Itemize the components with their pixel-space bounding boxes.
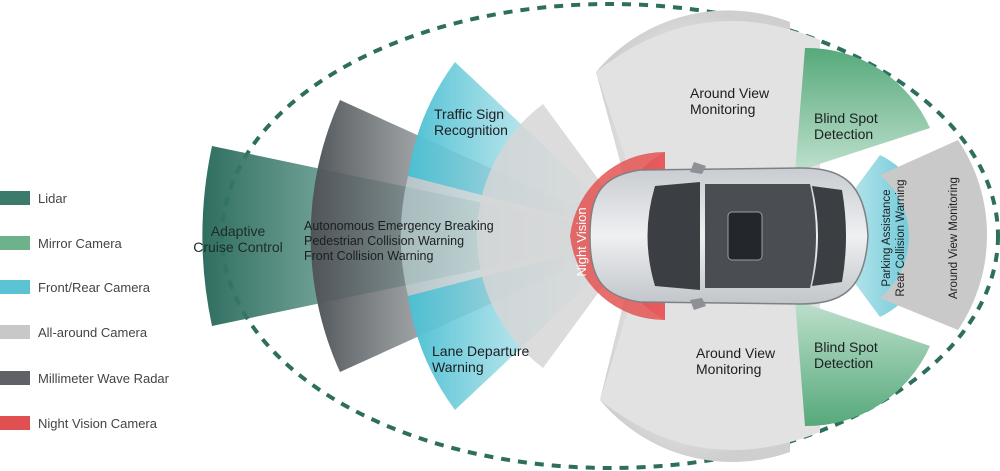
avm-bottom-line1: Around View — [696, 345, 776, 361]
legend-item-radar: Millimeter Wave Radar — [0, 368, 169, 388]
legend-label: Lidar — [38, 190, 67, 206]
ldw-label-line1: Lane Departure — [432, 343, 530, 359]
tsr-label-line1: Traffic Sign — [434, 106, 504, 122]
avm-top-line1: Around View — [690, 85, 770, 101]
bsd-top-line1: Blind Spot — [814, 110, 878, 126]
avm-bottom-line2: Monitoring — [696, 361, 761, 377]
lidar-swatch — [0, 191, 30, 205]
car-icon — [589, 162, 869, 310]
tsr-label-line2: Recognition — [434, 122, 508, 138]
rear-around-sector — [880, 140, 988, 330]
blind-spot-bottom-sector — [795, 300, 930, 427]
parking-label-line2: Rear Collision Warning — [895, 179, 907, 296]
legend-label: Millimeter Wave Radar — [38, 370, 169, 386]
front-rear-camera-swatch — [0, 280, 30, 294]
fcw-label: Front Collision Warning — [304, 249, 433, 263]
radar-swatch — [0, 371, 30, 385]
legend-label: Mirror Camera — [38, 235, 122, 251]
bsd-bottom-line1: Blind Spot — [814, 339, 878, 355]
night-vision-label: Night Vision — [574, 207, 589, 276]
acc-label-line1: Adaptive — [211, 223, 266, 239]
front-around-sector — [476, 104, 640, 368]
acc-label-line2: Cruise Control — [193, 239, 282, 255]
night-vision-camera-swatch — [0, 416, 30, 430]
avm-rear-label: Around View Monitoring — [948, 177, 960, 299]
legend-item-mirror-camera: Mirror Camera — [0, 233, 122, 253]
aeb-label: Autonomous Emergency Breaking — [304, 219, 494, 233]
blind-spot-top-sector — [795, 47, 930, 172]
mirror-camera-swatch — [0, 236, 30, 250]
bsd-top-line2: Detection — [814, 126, 873, 142]
legend-item-all-around-camera: All-around Camera — [0, 322, 147, 342]
legend-item-lidar: Lidar — [0, 188, 67, 208]
avm-top-line2: Monitoring — [690, 101, 755, 117]
all-around-camera-swatch — [0, 325, 30, 339]
legend-item-night-vision-camera: Night Vision Camera — [0, 413, 157, 433]
legend-label: All-around Camera — [38, 324, 148, 340]
bsd-bottom-line2: Detection — [814, 355, 873, 371]
legend-label: Front/Rear Camera — [38, 279, 150, 295]
legend-item-front-rear-camera: Front/Rear Camera — [0, 277, 150, 297]
ldw-label-line2: Warning — [432, 359, 484, 375]
parking-label-line1: Parking Assistance — [881, 189, 893, 286]
legend-label: Night Vision Camera — [38, 415, 157, 431]
pcw-label: Pedestrian Collision Warning — [304, 234, 464, 248]
